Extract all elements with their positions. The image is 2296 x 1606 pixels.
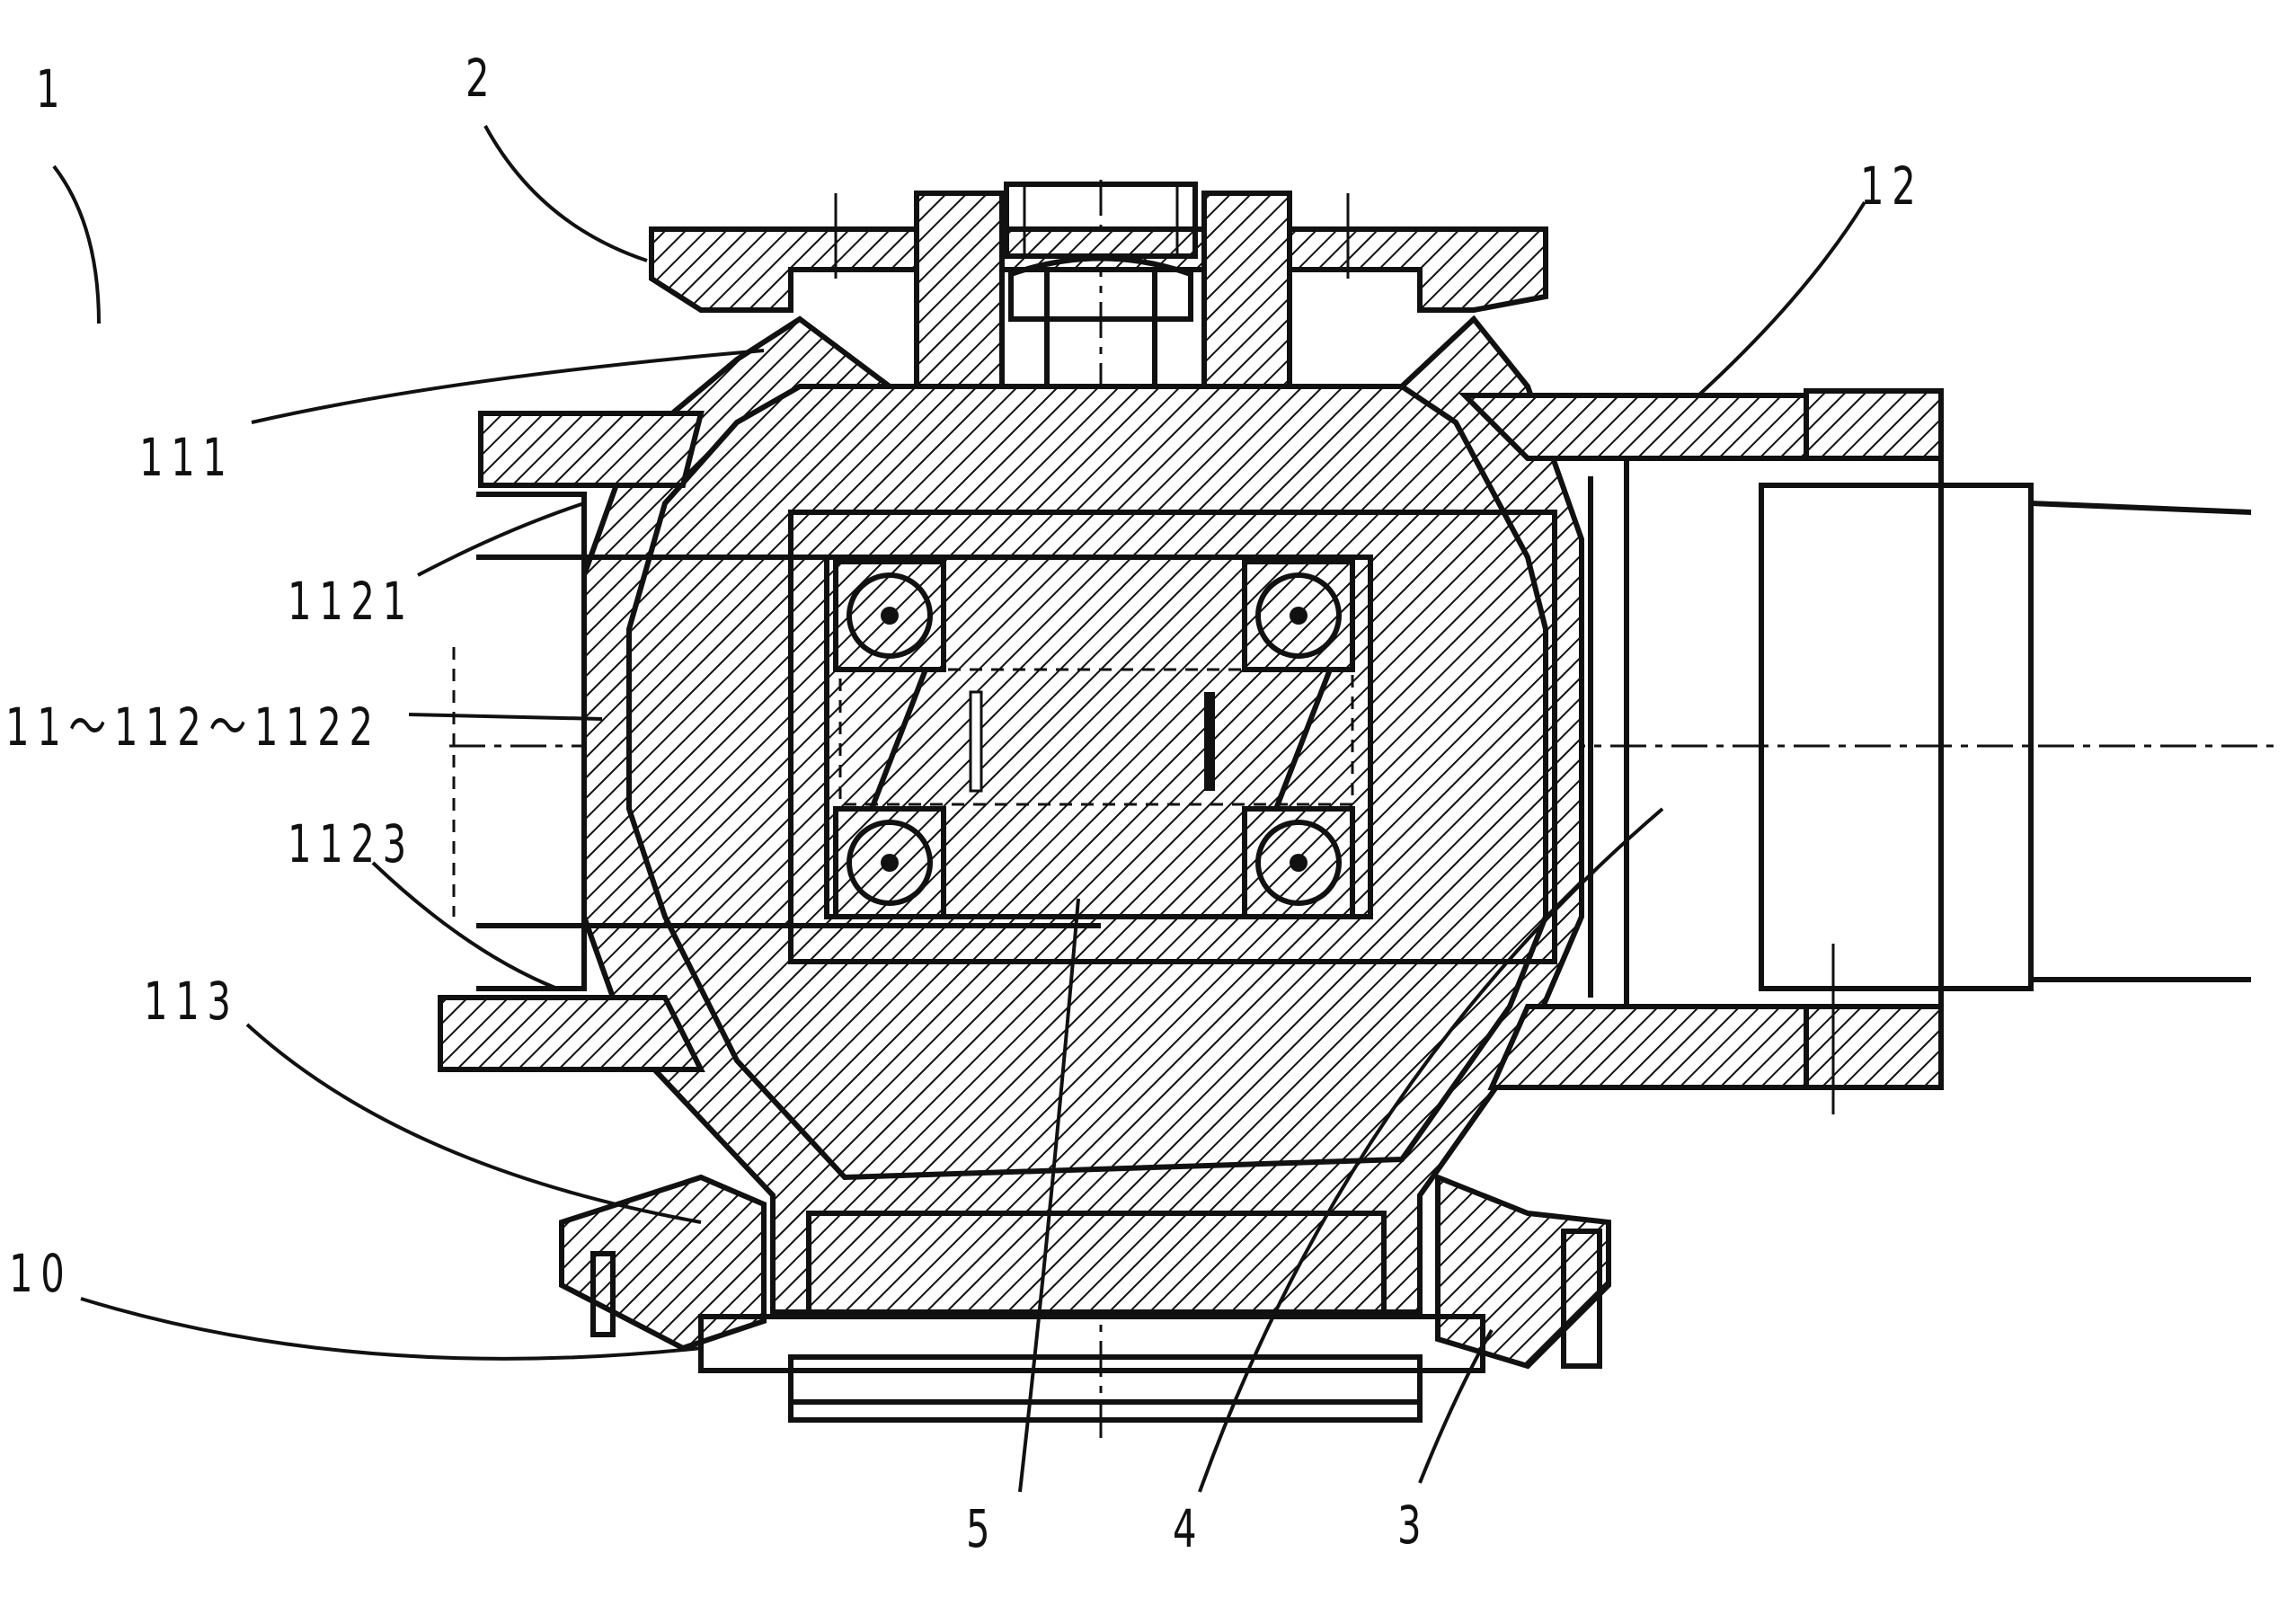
label-113: 113: [144, 975, 239, 1027]
label-1: 1: [36, 63, 67, 115]
label-12: 12: [1860, 160, 1923, 212]
label-111: 111: [139, 431, 235, 484]
label-4: 4: [1173, 1503, 1204, 1555]
label-2: 2: [465, 52, 497, 104]
label-1121: 1121: [288, 575, 414, 627]
housing-body: [584, 319, 1582, 1312]
label-3: 3: [1397, 1499, 1429, 1551]
label-5: 5: [966, 1503, 997, 1555]
label-11-112-1122: 11～112～1122: [5, 701, 381, 753]
label-1123: 1123: [288, 818, 414, 870]
label-10: 10: [9, 1247, 72, 1300]
